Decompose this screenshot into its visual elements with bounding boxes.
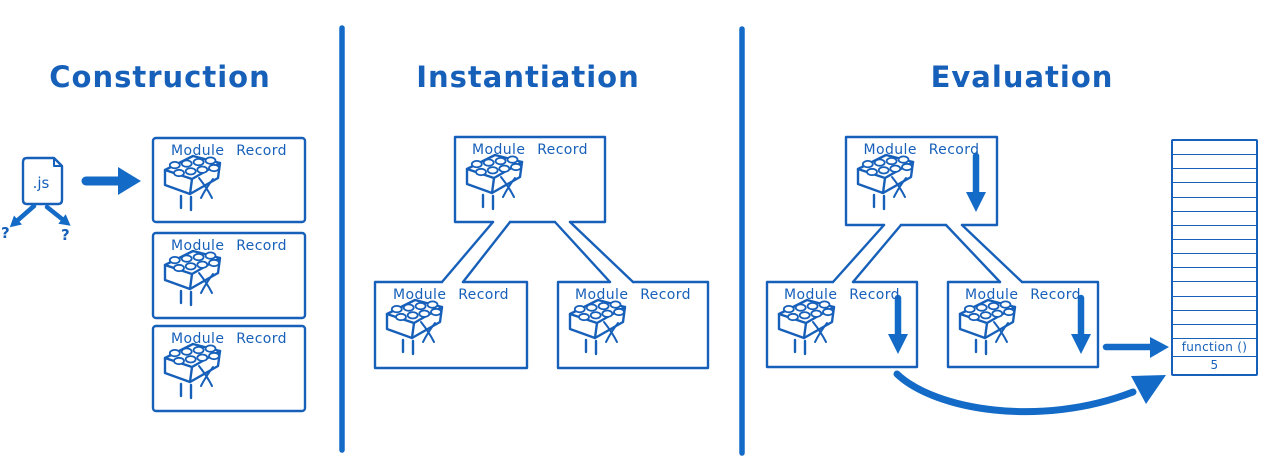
module-record-box [946,280,1100,369]
memory-row [1173,268,1256,283]
down-arrow-icon [888,298,908,354]
evaluation-graphics [765,135,1169,416]
question-mark-left: ? [1,224,10,242]
module-record-box [151,231,307,320]
memory-row [1173,325,1256,339]
memory-row [1173,297,1256,311]
lego-brick-icon [163,342,222,400]
module-record-box [765,280,919,369]
module-record-label: Module Record [784,287,900,303]
memory-row-function: function () [1173,339,1256,357]
module-record-box [373,280,529,370]
module-record-box [844,135,999,227]
lego-brick-icon [777,298,836,356]
lego-brick-icon [568,298,627,356]
section-title-construction: Construction [49,60,271,94]
lego-brick-icon [856,153,915,211]
module-record-box [556,280,710,370]
down-right-arrow-icon [44,204,71,226]
instantiation-graphics [373,135,710,370]
construction-graphics [9,136,307,413]
memory-row [1173,183,1256,198]
module-record-label: Module Record [171,143,287,159]
chute-connector [831,223,1024,284]
memory-row [1173,240,1256,255]
module-record-label: Module Record [171,238,287,254]
right-arrow-icon [81,167,141,195]
memory-row [1173,226,1256,240]
memory-row [1173,311,1256,325]
lego-brick-icon [958,298,1017,356]
memory-stack: function () 5 [1171,139,1258,376]
right-arrow-icon [1102,337,1169,358]
module-record-box [151,324,307,413]
section-title-instantiation: Instantiation [416,60,640,94]
lego-brick-icon [385,298,444,356]
module-record-label: Module Record [171,331,287,347]
js-file-icon [21,156,64,206]
js-file-label: .js [32,174,50,192]
memory-row [1173,141,1256,156]
memory-row [1173,155,1256,170]
module-record-label: Module Record [575,287,691,303]
curved-arrow-icon [893,370,1166,416]
lego-brick-icon [163,249,222,307]
lego-brick-icon [465,153,524,211]
chute-connector [440,220,635,284]
module-record-label: Module Record [393,287,509,303]
down-left-arrow-icon [9,203,37,228]
module-record-label: Module Record [472,142,588,158]
module-record-box [151,136,307,224]
section-title-evaluation: Evaluation [930,60,1114,94]
module-record-label: Module Record [863,142,980,158]
memory-row [1173,198,1256,212]
module-record-label: Module Record [965,287,1081,303]
lego-brick-icon [163,154,222,212]
memory-row [1173,254,1256,269]
down-arrow-icon [1071,298,1091,354]
memory-row-value: 5 [1210,358,1219,373]
memory-row [1173,212,1256,226]
module-record-box [453,135,607,224]
question-mark-right: ? [61,226,70,244]
memory-row [1173,282,1256,297]
down-arrow-icon [966,156,986,212]
memory-row [1173,169,1256,184]
